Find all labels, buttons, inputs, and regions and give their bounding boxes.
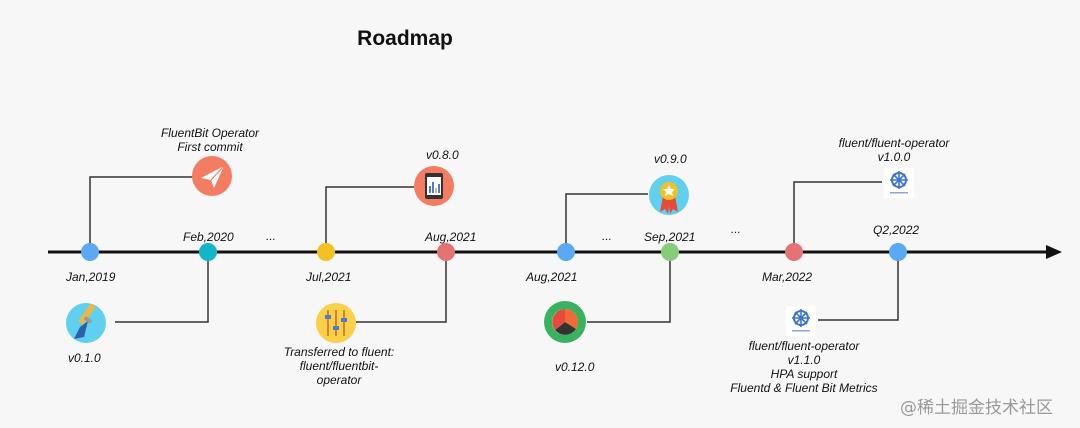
milestone-transferred: Transferred to fluent: fluent/fluentbit-… <box>283 345 395 387</box>
ellipsis-2: ... <box>602 229 613 243</box>
dot-jul-2021 <box>317 243 335 261</box>
dot-sep-2021 <box>661 243 679 261</box>
phone-chart-icon <box>414 166 454 206</box>
milestone-v090: v0.9.0 <box>654 152 687 166</box>
page-title: Roadmap <box>357 27 453 50</box>
milestone-v110: fluent/fluent-operator v1.1.0 HPA suppor… <box>730 339 878 395</box>
date-q2-2022: Q2,2022 <box>873 223 920 237</box>
connector-v010 <box>115 252 209 323</box>
dot-jan-2019 <box>81 243 99 261</box>
date-feb-2020: Feb,2020 <box>183 230 234 244</box>
date-aug-2021-b: Aug,2021 <box>526 270 578 284</box>
dot-mar-2022 <box>785 243 803 261</box>
connector-v080 <box>325 186 414 252</box>
milestone-v0120: v0.12.0 <box>555 360 595 374</box>
dot-feb-2020 <box>199 243 217 261</box>
kubernetes-helm-icon-v100 <box>884 168 914 198</box>
connector-v110 <box>818 252 899 321</box>
date-jan-2019: Jan,2019 <box>66 270 116 284</box>
paint-brush-icon <box>66 303 106 343</box>
date-aug-2021-a: Aug,2021 <box>425 230 477 244</box>
ellipsis-3: ... <box>731 222 742 236</box>
milestone-v080: v0.8.0 <box>426 148 459 162</box>
kubernetes-helm-icon-v110 <box>786 306 816 336</box>
milestone-v100: fluent/fluent-operator v1.0.0 <box>838 136 950 164</box>
connector-v0120 <box>587 252 671 323</box>
date-jul-2021: Jul,2021 <box>306 270 352 284</box>
date-mar-2022: Mar,2022 <box>762 270 813 284</box>
connector-v090 <box>565 193 648 252</box>
connectors <box>89 176 899 323</box>
date-sep-2021: Sep,2021 <box>644 230 696 244</box>
milestone-v010: v0.1.0 <box>68 351 101 365</box>
milestone-first-commit: FluentBit Operator First commit <box>160 126 260 154</box>
timeline-arrowhead <box>1046 245 1062 259</box>
connector-v100 <box>793 181 882 252</box>
pie-chart-icon <box>544 301 586 343</box>
ellipsis-1: ... <box>266 229 277 243</box>
award-ribbon-icon <box>649 175 689 215</box>
connector-transferred <box>356 252 447 323</box>
connector-first-commit <box>89 176 193 252</box>
paper-plane-icon <box>192 156 232 196</box>
sliders-icon <box>316 303 356 343</box>
dot-q2-2022 <box>889 243 907 261</box>
dot-aug-2021-b <box>557 243 575 261</box>
dot-aug-2021-a <box>437 243 455 261</box>
watermark: @稀土掘金技术社区 <box>900 398 1053 418</box>
